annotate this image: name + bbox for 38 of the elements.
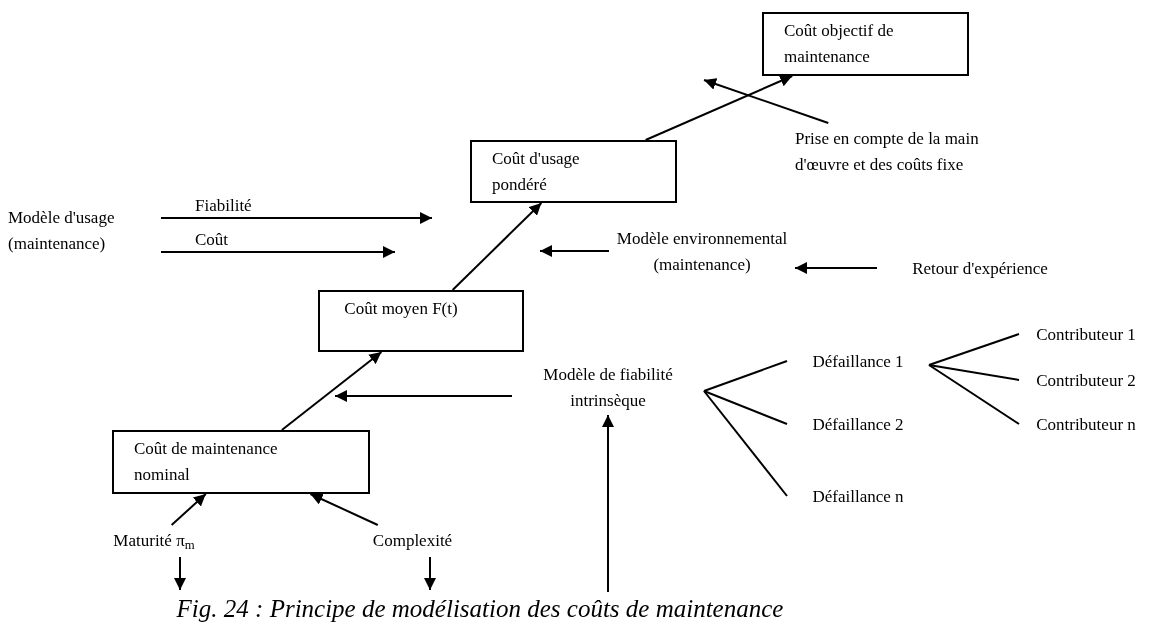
connector-line [703,360,788,392]
node-text: Défaillance n [790,484,926,508]
node-text: Contributeur 2 [1022,368,1150,392]
node-text: Complexité [355,528,470,554]
arrow [280,351,383,431]
arrow [174,556,186,591]
arrow [703,78,830,124]
process-box: Coût de maintenance nominal [112,430,370,494]
figure-caption: Fig. 24 : Principe de modélisation des coûts de maintenance [175,594,785,624]
arrow [451,202,543,291]
arrow [539,245,610,257]
node-text: Maturité π$_{m}$ [98,528,210,554]
connector-line [928,333,1020,366]
node-text: Contributeur 1 [1022,322,1150,346]
process-box: Coût objectif de maintenance [762,12,969,76]
process-box: Coût d'usage pondéré [470,140,677,203]
process-box: Coût moyen F(t) [318,290,524,352]
connector-line [703,390,788,497]
connector-line [928,364,1020,381]
arrow [160,212,433,224]
arrow [794,262,878,274]
arrow [170,493,207,526]
connector-line [703,390,788,425]
connector-line [928,364,1020,425]
node-text: Modèle de fiabilité intrinsèque [515,362,701,412]
node-text: Contributeur n [1022,412,1150,436]
arrow [334,390,513,402]
arrow [309,493,379,526]
node-text: Modèle d'usage (maintenance) [8,205,158,257]
arrow [424,556,436,591]
node-text: Modèle environnemental (maintenance) [612,226,792,276]
node-text: Défaillance 1 [790,349,926,373]
node-text: Défaillance 2 [790,412,926,436]
arrow [160,246,396,258]
node-text: Prise en compte de la main d'œuvre et des coûts fixe [795,126,1035,180]
node-text: Retour d'expérience [880,256,1080,282]
arrow [602,414,614,593]
arrow [644,75,794,141]
